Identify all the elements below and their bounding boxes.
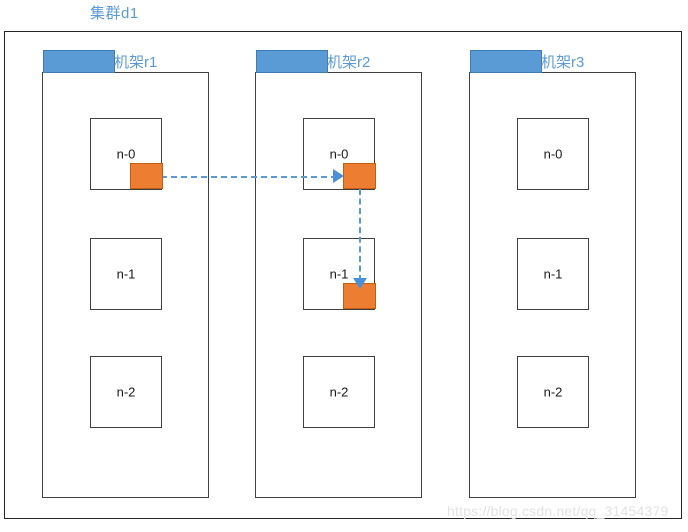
node-r2-n1-label: n-1 [329,266,349,282]
replication-arrow-vertical [359,189,361,281]
node-r3-n1-label: n-1 [543,266,563,282]
watermark: https://blog.csdn.net/qq_31454379 [447,503,669,519]
rack-r3-label: 机架r3 [541,54,585,71]
node-r1-n0-label: n-0 [116,146,136,162]
node-r1-n1: n-1 [90,238,162,310]
node-r3-n0-label: n-0 [543,146,563,162]
node-r3-n1: n-1 [517,238,589,310]
node-r3-n2: n-2 [517,356,589,428]
node-r3-n0: n-0 [517,118,589,190]
replication-arrow-horizontal [161,176,337,178]
node-r2-n2: n-2 [303,356,375,428]
data-block-r2-n0 [343,163,376,189]
rack-r2-label: 机架r2 [327,54,371,71]
replication-arrowhead-right [333,169,344,183]
rack-r1-label: 机架r1 [114,54,158,71]
node-r1-n2: n-2 [90,356,162,428]
cluster-frame [4,31,682,519]
node-r1-n2-label: n-2 [116,384,136,400]
cluster-title: 集群d1 [90,5,139,22]
rack-r2-header [256,50,328,73]
rack-r3-header [470,50,542,73]
node-r2-n2-label: n-2 [329,384,349,400]
data-block-r1-n0 [130,163,163,189]
node-r3-n2-label: n-2 [543,384,563,400]
node-r1-n1-label: n-1 [116,266,136,282]
rack-r1-header [43,50,115,73]
replication-arrowhead-down [353,278,367,289]
node-r2-n0-label: n-0 [329,146,349,162]
